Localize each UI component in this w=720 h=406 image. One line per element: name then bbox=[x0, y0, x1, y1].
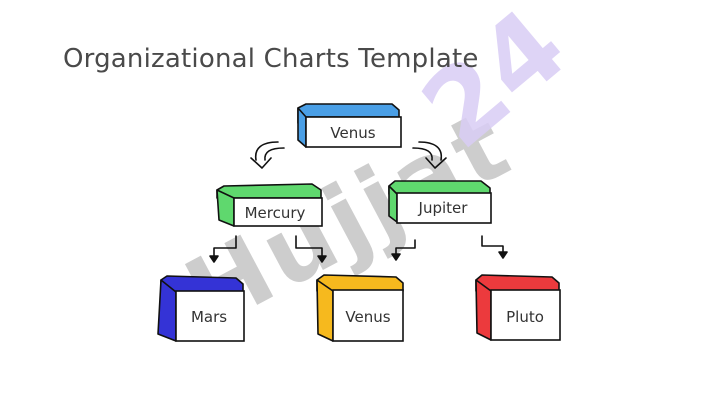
node-pluto-side bbox=[475, 279, 492, 341]
node-venus-top-label: Venus bbox=[330, 124, 375, 142]
node-jupiter: Jupiter bbox=[388, 180, 492, 224]
node-venus-bottom: Venus bbox=[316, 274, 404, 342]
curved-arrow-left-icon bbox=[250, 141, 285, 169]
arrow-jupiter-to-venus-icon bbox=[391, 239, 416, 261]
slide-title: Organizational Charts Template bbox=[63, 44, 479, 74]
arrow-mercury-to-venus-icon bbox=[295, 235, 327, 263]
node-venus-top: Venus bbox=[297, 103, 402, 148]
node-pluto-label: Pluto bbox=[506, 308, 544, 326]
node-venus-bottom-label: Venus bbox=[345, 308, 390, 326]
node-jupiter-label: Jupiter bbox=[418, 199, 469, 217]
connectors bbox=[209, 141, 508, 263]
node-mercury-label: Mercury bbox=[245, 204, 306, 222]
curved-arrow-right-icon bbox=[412, 141, 447, 169]
node-mars: Mars bbox=[157, 275, 245, 342]
node-venus-bottom-side bbox=[316, 279, 334, 342]
node-mars-label: Mars bbox=[191, 308, 227, 326]
node-mars-side bbox=[157, 279, 177, 342]
node-mercury-face bbox=[216, 183, 322, 199]
arrow-mercury-to-mars-icon bbox=[209, 235, 237, 263]
node-mercury: Mercury bbox=[216, 183, 323, 227]
arrow-jupiter-to-pluto-icon bbox=[481, 235, 508, 259]
node-pluto: Pluto bbox=[475, 274, 561, 341]
node-jupiter-face bbox=[388, 180, 491, 195]
